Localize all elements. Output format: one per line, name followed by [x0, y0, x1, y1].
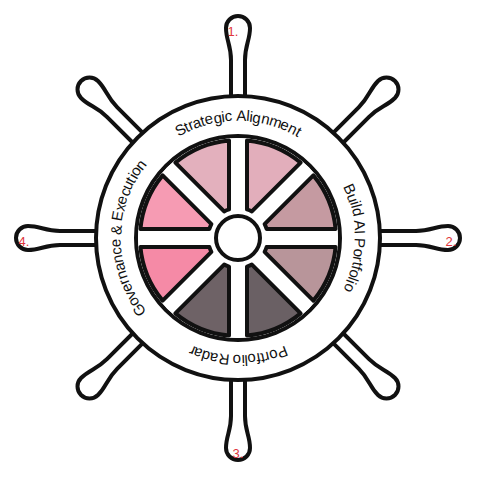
ring-letter: o [350, 247, 369, 258]
ring-inner-edge [136, 136, 340, 340]
ring-letter: i [240, 351, 245, 369]
ring-letter [228, 351, 234, 369]
ring-letter: A [350, 219, 369, 232]
callout-number: 2. [446, 234, 457, 249]
wheel-ring [96, 96, 380, 380]
ring-letter [351, 234, 369, 239]
ring-letter: u [118, 177, 138, 193]
ring-letter: n [284, 119, 300, 139]
ring-letter: a [190, 113, 205, 133]
wheel-segment [140, 247, 211, 301]
ring-letter: o [232, 351, 241, 369]
ring-letter: P [351, 238, 369, 250]
ring-letter: P [274, 341, 291, 362]
ring-letter: d [347, 205, 367, 218]
ring-letter: n [259, 109, 272, 129]
ring-letter: o [339, 280, 359, 296]
ring-letter: l [347, 202, 366, 211]
ring-letter: l [245, 107, 251, 125]
ring-letter: t [258, 348, 267, 367]
ring-letter: o [266, 345, 280, 365]
ring-letter: r [349, 255, 368, 264]
ring-letter: n [112, 268, 132, 282]
ring-letter: v [120, 287, 140, 303]
ring-letter: i [220, 108, 227, 126]
ring-letter: a [208, 348, 221, 367]
ring-letter: u [343, 190, 363, 205]
ring-letter: o [246, 350, 257, 369]
ring-letter: a [191, 343, 206, 363]
ring-letter: o [126, 163, 146, 181]
ring-letter: i [248, 108, 254, 126]
ring-letter: e [116, 280, 136, 296]
ring-letter [108, 219, 126, 226]
ring-letter: e [202, 110, 215, 130]
ring-letter: I [351, 229, 369, 235]
callout-number: 4. [19, 234, 30, 249]
ring-letter: A [236, 107, 247, 125]
wheel-segment [265, 175, 336, 229]
ring-letter: t [198, 112, 208, 131]
ring-letter: e [112, 193, 132, 207]
wheel-segment [247, 265, 301, 336]
ring-letter: S [171, 120, 189, 141]
ring-letter [231, 107, 237, 125]
ring-letter: t [291, 123, 304, 141]
ring-letter: e [277, 115, 293, 135]
ring-letter: g [251, 108, 263, 127]
wheel-inner [138, 138, 338, 338]
ring-letter: r [262, 347, 272, 366]
ring-letter: t [348, 259, 367, 268]
ring-letter: i [124, 170, 142, 183]
ring-letter: o [124, 293, 144, 310]
callout-number: 3. [233, 446, 244, 461]
ring-letter: f [347, 263, 366, 272]
callout-number: 1. [228, 24, 239, 39]
ring-letter: d [199, 346, 213, 366]
ring-letter: r [185, 341, 197, 360]
ring-letter: n [108, 253, 127, 265]
ring-letter: c [223, 107, 233, 126]
wheel-hub [216, 216, 260, 260]
ring-letter [107, 235, 125, 240]
ring-letter: r [115, 276, 134, 288]
ring-letter: E [108, 209, 128, 223]
ring-letter: n [131, 155, 151, 173]
ring-letter: o [345, 267, 365, 281]
ring-letter: t [181, 118, 193, 136]
ring-letter: c [115, 185, 135, 200]
ring-letter: m [266, 111, 284, 132]
ring-letter: x [110, 201, 130, 214]
ring-letter: i [346, 198, 364, 207]
ring-letter: a [110, 261, 130, 274]
ring-letter: t [122, 173, 140, 186]
ring-letter [349, 214, 368, 222]
ring-letter: B [339, 180, 360, 197]
ring-letter: g [211, 108, 223, 127]
wheel-segment [175, 140, 229, 211]
ring-letter: f [254, 349, 262, 368]
ring-letter: l [344, 274, 362, 284]
ring-letter: l [244, 351, 250, 369]
ring-letter: & [107, 224, 126, 236]
ring-letter: c [107, 246, 126, 256]
ring-letter: R [217, 349, 231, 368]
ring-letter: e [107, 238, 125, 248]
ring-letter: r [185, 116, 197, 135]
ring-letter: G [129, 300, 151, 321]
ring-letter: i [342, 277, 360, 288]
